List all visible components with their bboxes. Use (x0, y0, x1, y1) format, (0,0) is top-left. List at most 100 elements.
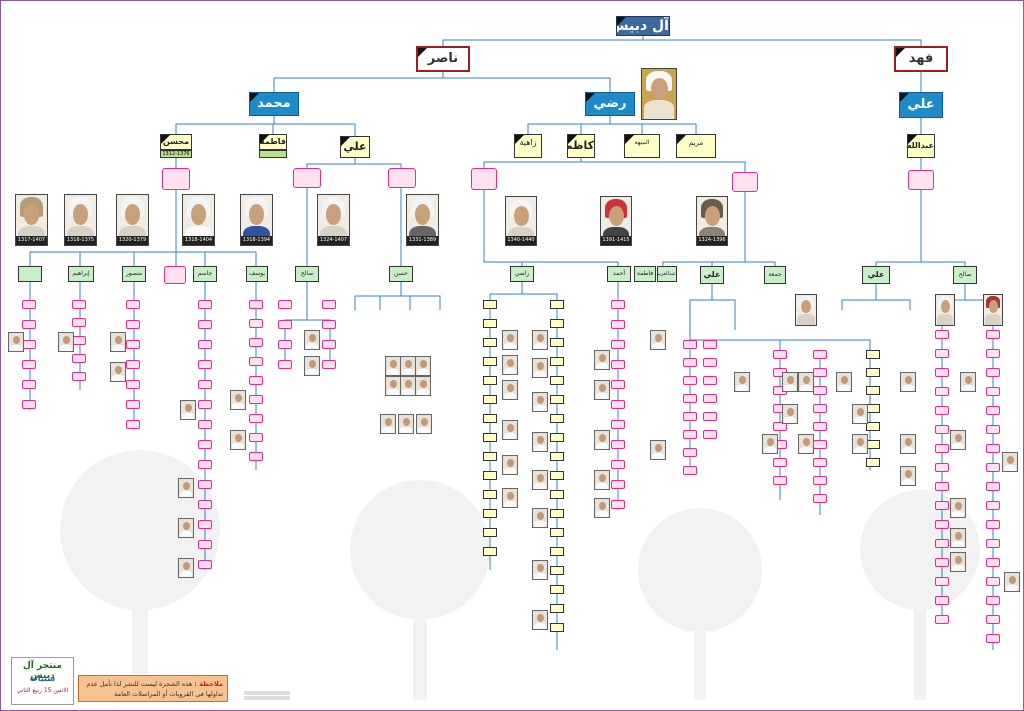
descendant-node[interactable] (249, 452, 263, 461)
descendant-node[interactable] (483, 319, 497, 328)
descendant-node[interactable] (935, 425, 949, 434)
descendant-node[interactable] (935, 501, 949, 510)
descendant-node[interactable] (611, 380, 625, 389)
wife-node[interactable] (732, 172, 758, 192)
descendant-node[interactable] (322, 340, 336, 349)
descendant-node[interactable] (550, 623, 564, 632)
descendant-node[interactable] (986, 482, 1000, 491)
descendant-node[interactable] (22, 360, 36, 369)
wife-node[interactable] (293, 168, 321, 188)
descendant-node[interactable] (278, 360, 292, 369)
descendant-node[interactable] (866, 404, 880, 413)
gen4-node-jasim[interactable]: جاسم (193, 266, 217, 282)
branch-fahad[interactable]: فهد (894, 46, 948, 72)
descendant-node[interactable] (935, 482, 949, 491)
descendant-node[interactable] (866, 386, 880, 395)
descendant-node[interactable] (935, 387, 949, 396)
node-nabiha[interactable]: النبيهة (624, 134, 660, 158)
descendant-node[interactable] (550, 357, 564, 366)
descendant-node[interactable] (550, 566, 564, 575)
descendant-node[interactable] (126, 400, 140, 409)
gen4-node-salih[interactable]: صالح (295, 266, 319, 282)
descendant-node[interactable] (683, 430, 697, 439)
gen4-node-fatima[interactable]: فاطمة (634, 266, 656, 282)
descendant-node[interactable] (550, 452, 564, 461)
node-zahia[interactable]: زاهية (514, 134, 542, 158)
descendant-node[interactable] (72, 300, 86, 309)
branch-radhi[interactable]: رضي (585, 92, 635, 116)
descendant-node[interactable] (935, 577, 949, 586)
branch-ali-fahad[interactable]: علي (899, 92, 943, 118)
descendant-node[interactable] (550, 604, 564, 613)
descendant-node[interactable] (483, 433, 497, 442)
node-ali-mohammed[interactable]: علي (340, 136, 370, 158)
descendant-node[interactable] (986, 368, 1000, 377)
gen4-node[interactable] (18, 266, 42, 282)
descendant-node[interactable] (72, 372, 86, 381)
descendant-node[interactable] (813, 440, 827, 449)
gen4-node-hasan[interactable]: حسن (389, 266, 413, 282)
descendant-node[interactable] (935, 330, 949, 339)
gen4-node-mansour[interactable]: منصور (122, 266, 146, 282)
wife-node[interactable] (388, 168, 416, 188)
descendant-node[interactable] (986, 330, 1000, 339)
descendant-node[interactable] (986, 615, 1000, 624)
descendant-node[interactable] (813, 476, 827, 485)
descendant-node[interactable] (483, 528, 497, 537)
node-abdullah[interactable]: عبدالله (907, 134, 935, 158)
descendant-node[interactable] (611, 500, 625, 509)
descendant-node[interactable] (813, 386, 827, 395)
descendant-node[interactable] (683, 340, 697, 349)
descendant-node[interactable] (813, 350, 827, 359)
descendant-node[interactable] (703, 430, 717, 439)
descendant-node[interactable] (866, 368, 880, 377)
gen4-node-ali[interactable]: علي (700, 266, 724, 284)
descendant-node[interactable] (935, 539, 949, 548)
descendant-node[interactable] (198, 340, 212, 349)
descendant-node[interactable] (986, 558, 1000, 567)
descendant-node[interactable] (611, 440, 625, 449)
descendant-node[interactable] (683, 394, 697, 403)
descendant-node[interactable] (550, 509, 564, 518)
descendant-node[interactable] (198, 520, 212, 529)
descendant-node[interactable] (683, 412, 697, 421)
descendant-node[interactable] (322, 320, 336, 329)
family-root-node[interactable]: آل دبيس (616, 16, 670, 36)
descendant-node[interactable] (773, 458, 787, 467)
descendant-node[interactable] (986, 406, 1000, 415)
descendant-node[interactable] (813, 422, 827, 431)
descendant-node[interactable] (550, 490, 564, 499)
descendant-node[interactable] (550, 300, 564, 309)
descendant-node[interactable] (773, 350, 787, 359)
gen4-node-radhi[interactable]: راضي (510, 266, 534, 282)
descendant-node[interactable] (550, 319, 564, 328)
wife-node[interactable] (162, 168, 190, 190)
descendant-node[interactable] (198, 380, 212, 389)
descendant-node[interactable] (866, 458, 880, 467)
descendant-node[interactable] (198, 420, 212, 429)
descendant-node[interactable] (986, 501, 1000, 510)
descendant-node[interactable] (22, 400, 36, 409)
wife-node[interactable] (908, 170, 934, 190)
descendant-node[interactable] (198, 540, 212, 549)
descendant-node[interactable] (249, 414, 263, 423)
descendant-node[interactable] (22, 380, 36, 389)
descendant-node[interactable] (249, 395, 263, 404)
descendant-node[interactable] (550, 585, 564, 594)
descendant-node[interactable] (611, 400, 625, 409)
descendant-node[interactable] (935, 520, 949, 529)
descendant-node[interactable] (198, 400, 212, 409)
descendant-node[interactable] (703, 358, 717, 367)
gen4-node-ibrahim[interactable]: إبراهيم (68, 266, 94, 282)
descendant-node[interactable] (935, 368, 949, 377)
descendant-node[interactable] (483, 452, 497, 461)
descendant-node[interactable] (198, 500, 212, 509)
descendant-node[interactable] (935, 349, 949, 358)
descendant-node[interactable] (483, 490, 497, 499)
descendant-node[interactable] (126, 420, 140, 429)
descendant-node[interactable] (483, 414, 497, 423)
descendant-node[interactable] (22, 340, 36, 349)
descendant-node[interactable] (935, 615, 949, 624)
descendant-node[interactable] (986, 387, 1000, 396)
descendant-node[interactable] (935, 558, 949, 567)
